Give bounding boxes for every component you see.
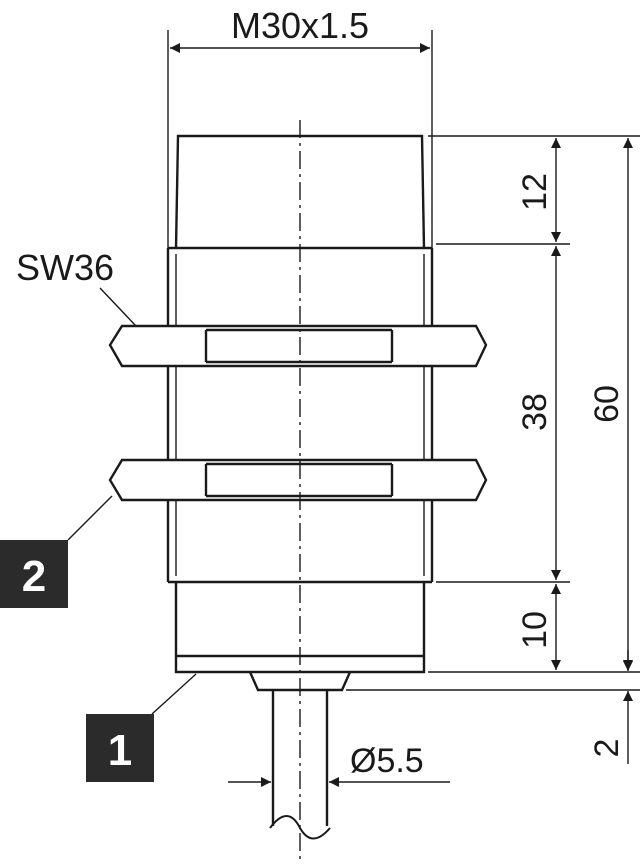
- cable-diameter-label: Ø5.5: [350, 742, 424, 780]
- thread-label: M30x1.5: [231, 5, 369, 46]
- callout-1-number: 1: [108, 726, 132, 775]
- callout-2-badge: [0, 540, 68, 608]
- wrench-size-label: SW36: [16, 247, 114, 288]
- total-length-label: 60: [588, 385, 626, 423]
- sw36-leader: [99, 287, 137, 327]
- front-length-label: 12: [516, 173, 554, 211]
- cable-offset-label: 2: [588, 739, 626, 758]
- callout-2-leader: [67, 495, 113, 541]
- callout-2-number: 2: [22, 552, 46, 601]
- callout-1-leader: [151, 673, 197, 715]
- upper-nut: [108, 324, 488, 368]
- lower-nut: [108, 458, 488, 502]
- back-length-label: 10: [516, 611, 554, 649]
- thread-length-label: 38: [516, 393, 554, 431]
- callout-1-badge: [86, 714, 154, 782]
